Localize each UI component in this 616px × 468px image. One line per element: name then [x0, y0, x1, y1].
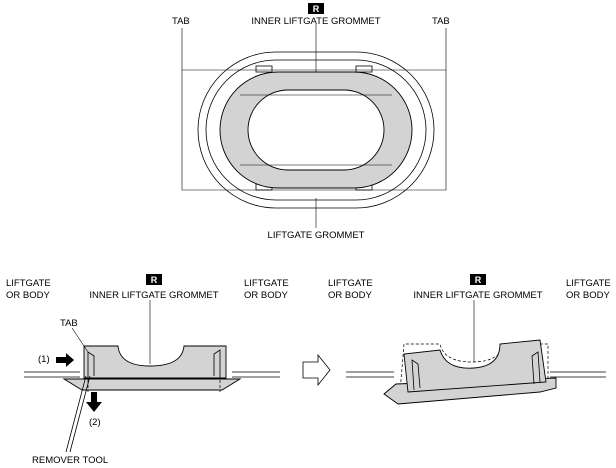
top-view: R INNER LIFTGATE GROMMET TAB TAB LIFTGAT…	[172, 3, 450, 241]
svg-text:OR BODY: OR BODY	[244, 290, 288, 301]
r-badge: R	[146, 274, 162, 285]
inner-grommet-label: INNER LIFTGATE GROMMET	[251, 16, 380, 27]
r-badge: R	[308, 3, 324, 14]
grommet-flange	[62, 378, 242, 391]
transition-arrow-icon	[302, 353, 331, 387]
tab-top-right	[355, 65, 373, 73]
inner-liftgate-grommet-tilted	[403, 339, 547, 393]
liftgate-label-right: LIFTGATE	[244, 278, 289, 289]
svg-text:R: R	[151, 275, 158, 285]
tab-label-left: TAB	[172, 16, 190, 27]
svg-text:OR BODY: OR BODY	[328, 290, 372, 301]
r-badge: R	[470, 274, 486, 285]
inner-liftgate-grommet-section	[83, 345, 227, 379]
section-before: LIFTGATE OR BODY LIFTGATE OR BODY R INNE…	[6, 274, 289, 466]
tab-clip-right	[213, 349, 221, 378]
tab-label: TAB	[60, 318, 78, 329]
step-1-label: (1)	[38, 354, 50, 365]
tab-clip-left	[411, 359, 421, 391]
inner-liftgate-grommet	[219, 71, 413, 189]
svg-text:R: R	[475, 275, 482, 285]
liftgate-label-left: LIFTGATE	[328, 278, 373, 289]
svg-text:OR BODY: OR BODY	[6, 290, 50, 301]
arrow-down-icon	[86, 392, 102, 412]
liftgate-grommet-label: LIFTGATE GROMMET	[268, 230, 365, 241]
step-2-label: (2)	[89, 417, 101, 428]
liftgate-grommet-outer-ring	[197, 51, 435, 209]
tab-clip-right	[531, 351, 541, 385]
arrow-right-icon	[56, 353, 74, 367]
tab-top-left	[255, 65, 273, 73]
inner-grommet-label: INNER LIFTGATE GROMMET	[413, 290, 542, 301]
liftgate-label-right: LIFTGATE	[566, 278, 611, 289]
liftgate-label-left: LIFTGATE	[6, 278, 51, 289]
liftgate-grommet-inner-ring	[205, 59, 427, 201]
inner-grommet-label: INNER LIFTGATE GROMMET	[89, 290, 218, 301]
tab-clip-left	[87, 351, 95, 380]
remover-tool	[65, 375, 87, 453]
svg-text:R: R	[313, 4, 320, 14]
leader-frame	[181, 28, 447, 191]
tab-label-right: TAB	[432, 16, 450, 27]
remover-tool-label: REMOVER TOOL	[32, 455, 108, 466]
svg-text:OR BODY: OR BODY	[566, 290, 610, 301]
section-after: LIFTGATE OR BODY LIFTGATE OR BODY R INNE…	[328, 274, 611, 405]
